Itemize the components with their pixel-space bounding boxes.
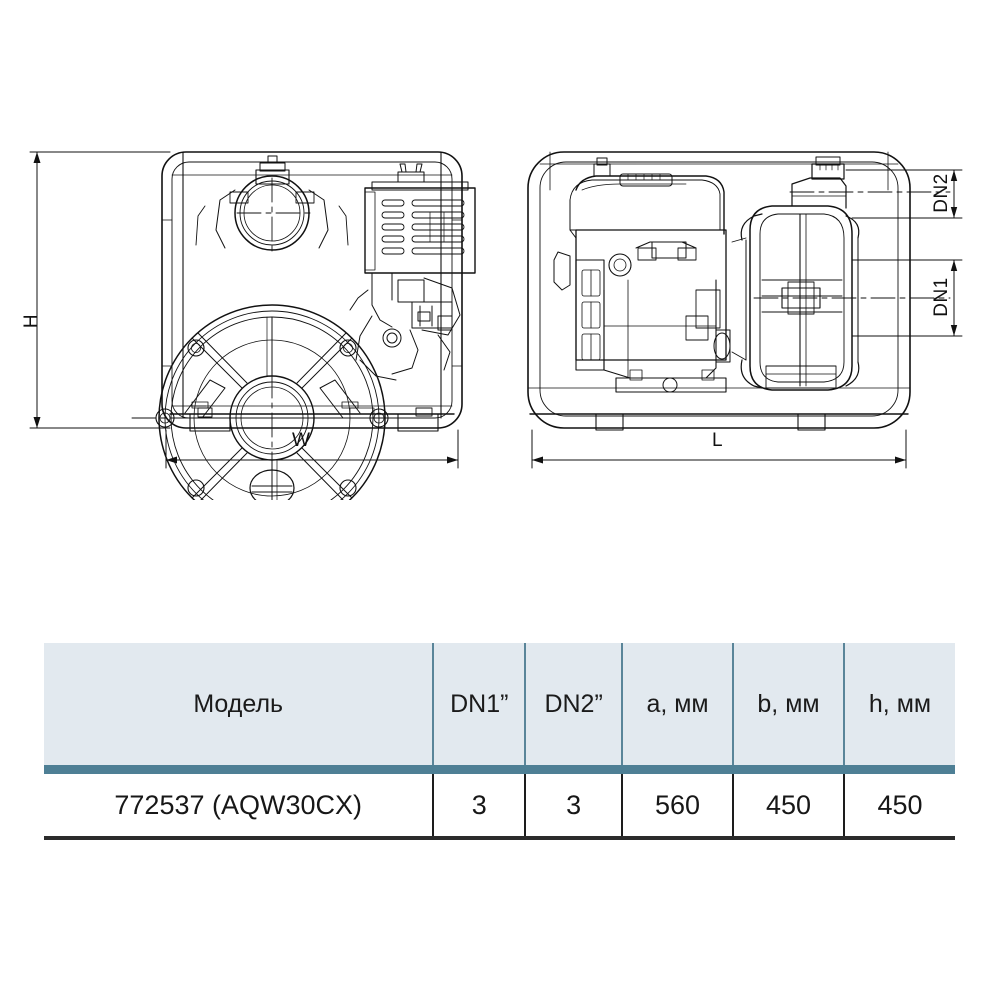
side-view: DN2 DN1 L xyxy=(510,130,990,500)
cell-b: 450 xyxy=(733,769,845,840)
center-lines xyxy=(753,191,951,299)
column-header-dn2: DN2” xyxy=(525,643,624,770)
table-header: Модель DN1” DN2” a, мм b, мм h, мм xyxy=(44,643,955,770)
front-view-svg xyxy=(29,151,476,532)
dimension-w xyxy=(165,429,459,469)
table-body: 772537 (AQW30CX) 3 3 560 450 450 xyxy=(44,769,955,840)
table-row: 772537 (AQW30CX) 3 3 560 450 450 xyxy=(44,769,955,840)
dimension-dn2 xyxy=(950,169,958,219)
column-header-model: Модель xyxy=(44,643,435,770)
cell-h: 450 xyxy=(843,769,955,840)
roll-cage-frame xyxy=(161,151,463,429)
engine-lower-block xyxy=(349,272,461,381)
dimension-label-w: W xyxy=(292,430,311,451)
dimension-dn1 xyxy=(950,259,958,337)
dimension-label-dn1: DN1 xyxy=(931,277,952,317)
front-view: H W xyxy=(20,130,490,532)
support-braces xyxy=(184,379,433,419)
center-lines xyxy=(131,177,421,503)
mounting-feet xyxy=(595,413,826,431)
dn-extension-lines xyxy=(845,169,963,337)
cell-dn2: 3 xyxy=(525,769,624,840)
dimension-label-h: H xyxy=(21,313,42,329)
column-header-h: h, мм xyxy=(843,643,955,770)
cell-a: 560 xyxy=(622,769,735,840)
cell-model: 772537 (AQW30CX) xyxy=(44,769,435,840)
side-view-svg xyxy=(527,151,963,469)
drawing-area: H W xyxy=(20,130,990,532)
dimension-label-l: L xyxy=(712,430,724,451)
table-header-row: Модель DN1” DN2” a, мм b, мм h, мм xyxy=(44,643,955,770)
column-header-a: a, мм xyxy=(622,643,735,770)
engine-assembly xyxy=(553,157,731,393)
spec-table-element: Модель DN1” DN2” a, мм b, мм h, мм 77253… xyxy=(44,643,955,840)
engine-air-filter xyxy=(364,163,476,274)
dimension-label-dn2: DN2 xyxy=(931,173,952,213)
specifications-table: Модель DN1” DN2” a, мм b, мм h, мм 77253… xyxy=(44,643,955,840)
dimension-h xyxy=(29,151,171,429)
dimension-l xyxy=(531,429,907,469)
cell-dn1: 3 xyxy=(433,769,527,840)
column-header-b: b, мм xyxy=(733,643,845,770)
column-header-dn1: DN1” xyxy=(433,643,527,770)
